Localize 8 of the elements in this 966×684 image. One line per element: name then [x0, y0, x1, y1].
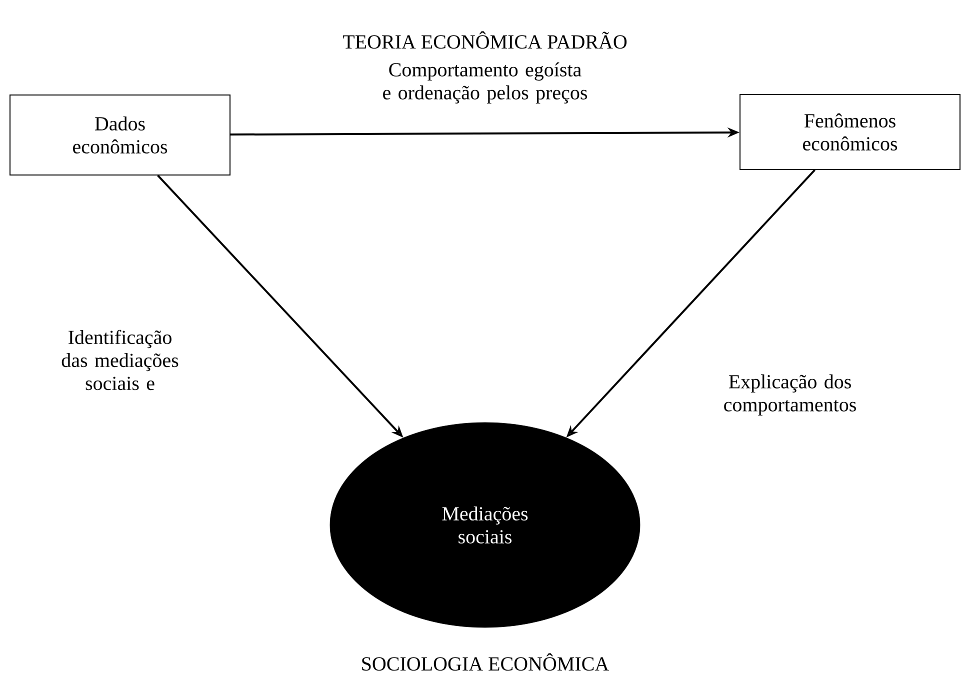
heading-label: TEORIA ECONÔMICA PADRÃO	[342, 31, 627, 49]
edge-label: Explicação dos comportamentos	[724, 374, 856, 416]
process-box: Fenômenos econômicos	[740, 94, 960, 170]
process-box: Dados econômicos	[10, 94, 230, 176]
edge-label: Comportamento egoísta e ordenação pelos preços	[383, 62, 588, 104]
heading-label: SOCIOLOGIA ECONÔMICA	[362, 653, 609, 671]
ellipse-node: Mediações sociais	[330, 422, 640, 628]
edge-label: Identificação das mediações sociais e	[62, 330, 178, 390]
